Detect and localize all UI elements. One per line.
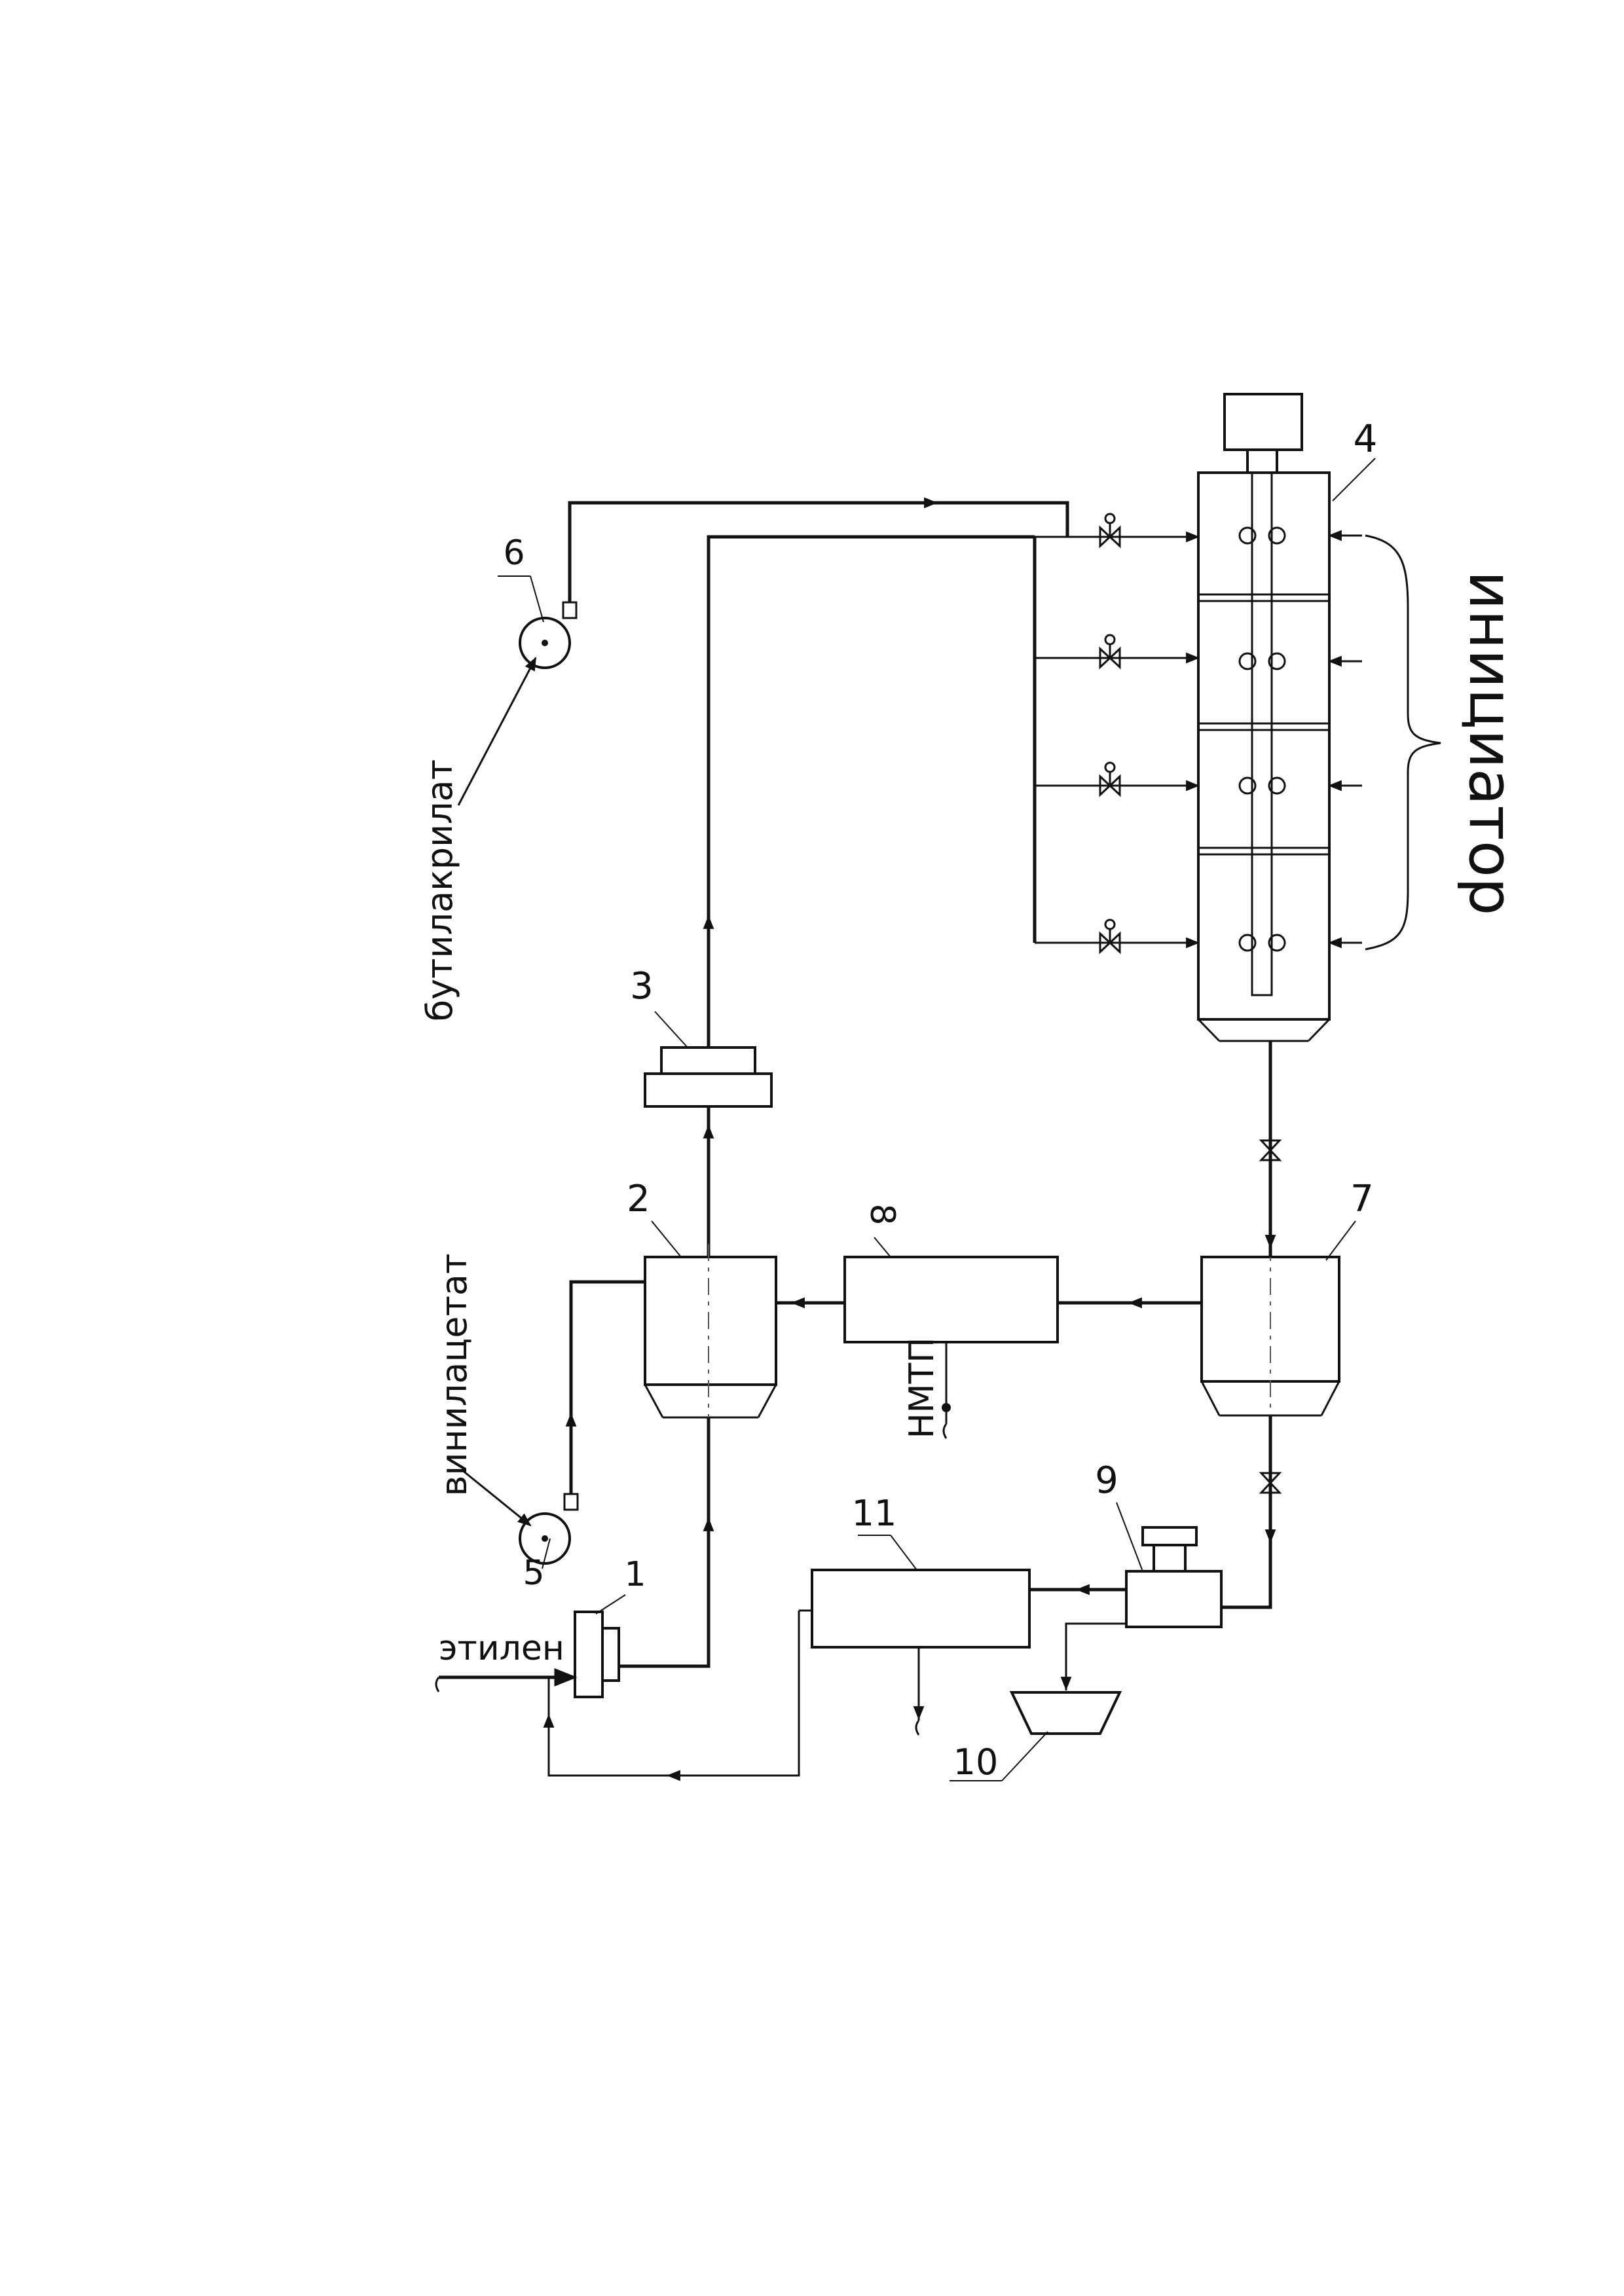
vinyl-acetate-label: винилацетат — [434, 1254, 475, 1497]
valve-reactor-outlet — [1259, 1139, 1282, 1161]
stirrer-impellers — [1238, 526, 1286, 952]
separator-7-to-extruder-line — [1221, 1415, 1272, 1609]
initiator-inlets — [1327, 530, 1362, 949]
reactor-number: 4 — [1354, 416, 1378, 461]
separator-11-number: 11 — [852, 1493, 897, 1534]
reactor-drive-motor — [1223, 393, 1303, 451]
vinyl-acetate-feed-line — [461, 1468, 532, 1527]
pump-6: 6 — [498, 534, 578, 669]
compressor-1-number: 1 — [624, 1555, 646, 1594]
separator-11: 11 — [799, 1493, 1031, 1736]
pump-6-number: 6 — [503, 534, 525, 573]
reactor-body — [1197, 471, 1331, 1021]
butyl-acrylate-label: бутилакрилат — [419, 759, 460, 1021]
reactor-4: инициатор 4 — [1197, 393, 1526, 1042]
reactor-stirrer-shaft — [1251, 471, 1273, 996]
feed-valve-3 — [1035, 761, 1200, 797]
compressor-1: 1 — [574, 1555, 646, 1698]
lmwp-label: НМТП — [902, 1338, 942, 1439]
separator-8: 8 — [843, 1203, 1059, 1439]
feed-valve-4 — [1035, 919, 1200, 955]
compressed-ethylene-to-mixer — [619, 1417, 710, 1668]
extruder-to-hopper-line — [1065, 1622, 1126, 1690]
compressed-gas-line-to-reactor — [707, 535, 1035, 1257]
compressor-3: 3 — [630, 965, 773, 1108]
hopper-10: 10 — [950, 1691, 1122, 1783]
vinyl-acetate-discharge-line — [569, 1280, 645, 1494]
pump-5: 5 — [519, 1493, 579, 1593]
feed-valve-1 — [1035, 513, 1200, 549]
initiator-brace — [1365, 534, 1441, 951]
valve-separator-7-outlet — [1259, 1472, 1282, 1494]
ethylene-label: этилен — [439, 1629, 564, 1668]
pump-5-number: 5 — [523, 1554, 544, 1593]
butyl-acrylate-discharge-line — [568, 501, 1069, 602]
separator-7-number: 7 — [1350, 1178, 1374, 1220]
extruder-9-number: 9 — [1095, 1459, 1118, 1502]
initiator-label: инициатор — [1456, 571, 1526, 916]
compressor-3-number: 3 — [630, 965, 654, 1008]
extruder-9: 9 — [1095, 1459, 1223, 1628]
mixer-2: 2 — [627, 1178, 777, 1434]
separator-8-number: 8 — [862, 1203, 902, 1225]
feed-valve-2 — [1035, 634, 1200, 670]
butyl-acrylate-feed-line — [457, 657, 537, 806]
hopper-10-number: 10 — [953, 1741, 999, 1783]
feed-valves — [1033, 513, 1200, 955]
mixer-2-number: 2 — [627, 1178, 650, 1220]
separator-7: 7 — [1200, 1178, 1374, 1427]
